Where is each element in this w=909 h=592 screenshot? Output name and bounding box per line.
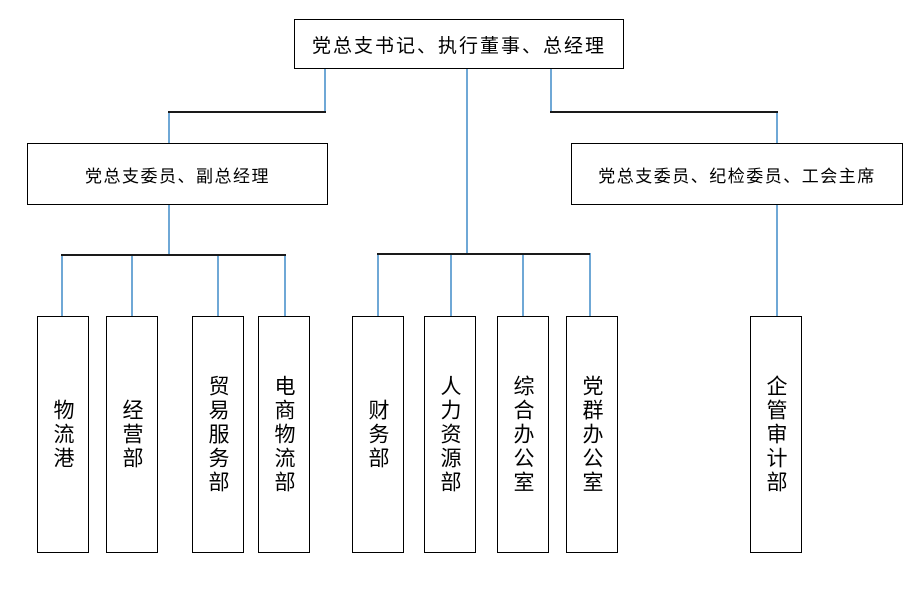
connector-left-mid-to-bus — [168, 205, 170, 255]
connector-left-group-drop-2 — [131, 254, 133, 316]
node-deputy-general-manager[interactable]: 党总支委员、副总经理 — [27, 143, 328, 205]
node-dept-finance-label: 财务部 — [366, 398, 391, 471]
connector-left-mid-drop — [168, 111, 170, 144]
connector-center-group-drop-2 — [450, 253, 452, 316]
node-dept-general-office-label: 综合办公室 — [511, 374, 536, 495]
node-dept-human-resources-label: 人力资源部 — [438, 374, 463, 495]
node-top-manager-label: 党总支书记、执行董事、总经理 — [311, 34, 606, 57]
node-dept-operations[interactable]: 经营部 — [106, 316, 158, 553]
node-dept-enterprise-audit[interactable]: 企管审计部 — [750, 316, 802, 553]
connector-top-to-right-horizontal — [550, 111, 778, 113]
connector-center-group-drop-1 — [377, 253, 379, 316]
node-dept-party-mass-office-label: 党群办公室 — [580, 374, 605, 495]
connector-top-to-left-horizontal — [168, 111, 326, 113]
node-discipline-union-chair[interactable]: 党总支委员、纪检委员、工会主席 — [571, 143, 903, 205]
node-discipline-union-chair-label: 党总支委员、纪检委员、工会主席 — [598, 166, 876, 187]
connector-top-to-left-stub — [324, 69, 326, 113]
connector-left-group-bus — [61, 254, 286, 256]
node-dept-ecommerce-logistics[interactable]: 电商物流部 — [258, 316, 310, 553]
connector-right-mid-to-audit — [776, 205, 778, 316]
node-top-manager[interactable]: 党总支书记、执行董事、总经理 — [294, 19, 624, 69]
connector-left-group-drop-4 — [284, 254, 286, 316]
node-dept-finance[interactable]: 财务部 — [352, 316, 404, 553]
connector-top-to-right-stub — [550, 69, 552, 113]
node-dept-trade-service-label: 贸易服务部 — [206, 374, 231, 495]
node-dept-trade-service[interactable]: 贸易服务部 — [192, 316, 244, 553]
node-dept-human-resources[interactable]: 人力资源部 — [424, 316, 476, 553]
connector-top-to-center-group — [466, 69, 468, 254]
node-dept-enterprise-audit-label: 企管审计部 — [764, 374, 789, 495]
connector-right-mid-drop — [776, 111, 778, 144]
node-dept-logistics-port[interactable]: 物流港 — [37, 316, 89, 553]
connector-left-group-drop-3 — [217, 254, 219, 316]
node-dept-logistics-port-label: 物流港 — [51, 398, 76, 471]
node-dept-ecommerce-logistics-label: 电商物流部 — [272, 374, 297, 495]
node-dept-general-office[interactable]: 综合办公室 — [497, 316, 549, 553]
node-deputy-general-manager-label: 党总支委员、副总经理 — [85, 166, 270, 187]
connector-center-group-drop-4 — [589, 253, 591, 316]
connector-center-group-drop-3 — [522, 253, 524, 316]
connector-center-group-bus — [377, 253, 590, 255]
node-dept-party-mass-office[interactable]: 党群办公室 — [566, 316, 618, 553]
node-dept-operations-label: 经营部 — [120, 398, 145, 471]
connector-left-group-drop-1 — [61, 254, 63, 316]
